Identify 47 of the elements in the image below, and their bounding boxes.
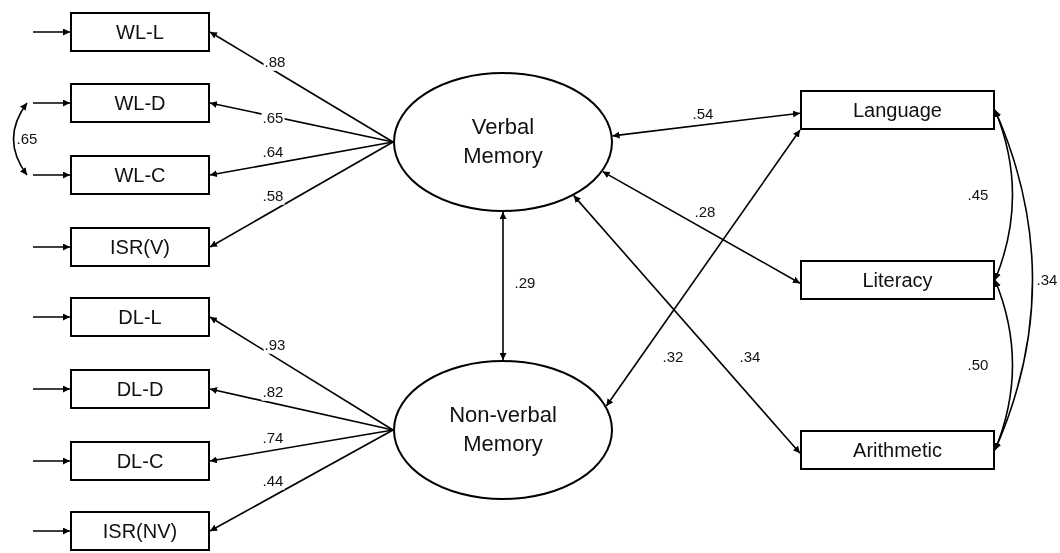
observed-variable-box bbox=[70, 12, 210, 52]
arrow bbox=[209, 387, 394, 431]
curved-arrow bbox=[12, 102, 28, 176]
node-label: DL-D bbox=[116, 377, 164, 401]
arrow bbox=[32, 243, 71, 251]
arrow bbox=[32, 99, 71, 107]
arrow bbox=[209, 141, 394, 248]
node-label: Arithmetic bbox=[853, 438, 942, 462]
observed-variable-box bbox=[70, 441, 210, 481]
arrow bbox=[209, 429, 394, 532]
node-label: Verbal Memory bbox=[462, 113, 544, 170]
arrow bbox=[209, 31, 394, 143]
node-label: WL-D bbox=[114, 91, 166, 115]
arrow bbox=[611, 110, 801, 139]
node-label: DL-L bbox=[118, 305, 162, 329]
node-label: Literacy bbox=[862, 268, 933, 292]
observed-variable-box bbox=[70, 511, 210, 551]
arrow bbox=[572, 194, 801, 454]
observed-variable-box bbox=[70, 155, 210, 195]
arrow bbox=[209, 316, 394, 431]
node-label: ISR(NV) bbox=[102, 519, 178, 543]
arrow bbox=[209, 429, 394, 464]
arrow bbox=[32, 527, 71, 535]
node-label: WL-L bbox=[116, 20, 164, 44]
node-label: Language bbox=[853, 98, 942, 122]
arrow bbox=[601, 170, 801, 284]
curved-arrow bbox=[994, 109, 1034, 451]
arrow bbox=[209, 141, 394, 178]
node-label: WL-C bbox=[114, 163, 166, 187]
observed-variable-box bbox=[70, 227, 210, 267]
observed-variable-box bbox=[70, 297, 210, 337]
observed-variable-box bbox=[70, 83, 210, 123]
observed-variable-box bbox=[800, 260, 995, 300]
node-label: Non-verbal Memory bbox=[448, 401, 558, 458]
arrow bbox=[209, 101, 394, 143]
arrow bbox=[32, 385, 71, 393]
arrow bbox=[605, 129, 801, 407]
arrow bbox=[32, 28, 71, 36]
observed-variable-box bbox=[70, 369, 210, 409]
arrow bbox=[499, 211, 507, 361]
node-label: ISR(V) bbox=[110, 235, 170, 259]
observed-variable-box bbox=[800, 430, 995, 470]
arrow bbox=[32, 457, 71, 465]
arrow bbox=[32, 171, 71, 179]
arrow bbox=[32, 313, 71, 321]
node-label: DL-C bbox=[116, 449, 164, 473]
observed-variable-box bbox=[800, 90, 995, 130]
